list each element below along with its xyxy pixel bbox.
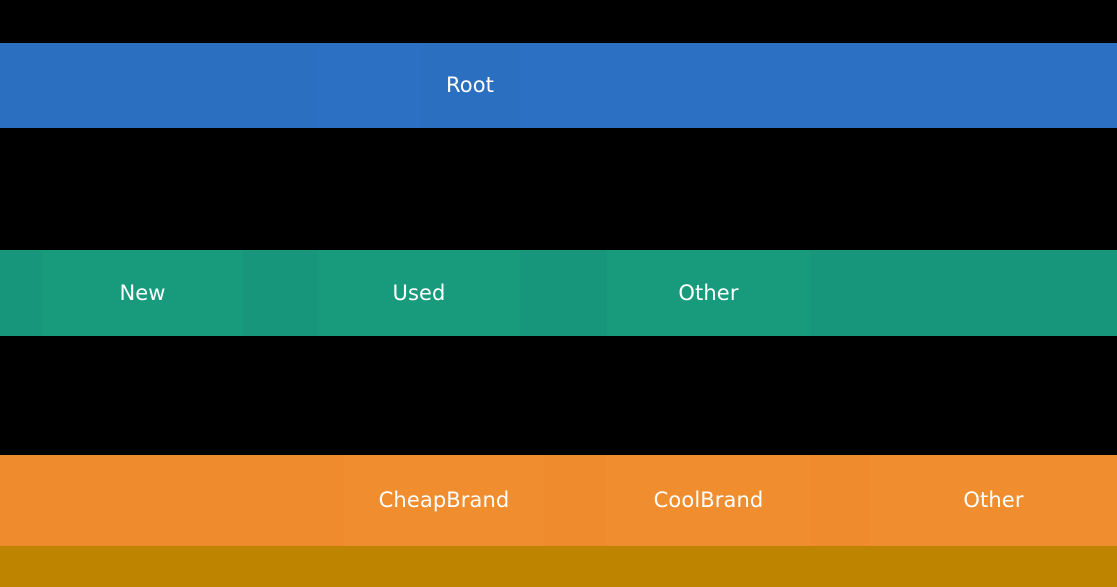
icicle-node-d1-4[interactable] [520, 250, 607, 336]
icicle-node-label: CoolBrand [653, 488, 764, 512]
icicle-level-condition: New Used Other [0, 250, 1117, 336]
icicle-level-brand: CheapBrand CoolBrand Other [0, 455, 1117, 546]
icicle-node-coolbrand[interactable]: CoolBrand [607, 455, 810, 546]
icicle-node-d0-1[interactable] [318, 43, 420, 128]
icicle-node-cheapbrand[interactable]: CheapBrand [344, 455, 544, 546]
icicle-node-label: Used [392, 280, 446, 305]
icicle-node-d2-4[interactable] [810, 455, 870, 546]
icicle-node-new[interactable]: New [42, 250, 243, 336]
icicle-node-other[interactable]: Other [870, 455, 1117, 546]
icicle-node-d0-0[interactable] [0, 43, 318, 128]
icicle-node-d2-0[interactable] [0, 455, 344, 546]
icicle-node-label: Other [963, 488, 1024, 512]
icicle-node-d2-2[interactable] [544, 455, 607, 546]
icicle-node-root[interactable]: Root [420, 43, 520, 128]
icicle-node-d1-2[interactable] [243, 250, 318, 336]
icicle-node-other[interactable]: Other [607, 250, 810, 336]
icicle-node-label: Root [446, 73, 494, 97]
icicle-level-leaf [0, 546, 1117, 587]
icicle-node-d3-0[interactable] [0, 546, 1117, 587]
icicle-node-d1-6[interactable] [810, 250, 1117, 336]
icicle-node-d1-0[interactable] [0, 250, 42, 336]
icicle-node-label: New [119, 280, 166, 305]
icicle-node-label: CheapBrand [378, 488, 510, 512]
icicle-node-label: Other [678, 280, 739, 305]
icicle-node-used[interactable]: Used [318, 250, 520, 336]
icicle-level-root: Root [0, 43, 1117, 128]
icicle-node-d0-3[interactable] [520, 43, 1117, 128]
